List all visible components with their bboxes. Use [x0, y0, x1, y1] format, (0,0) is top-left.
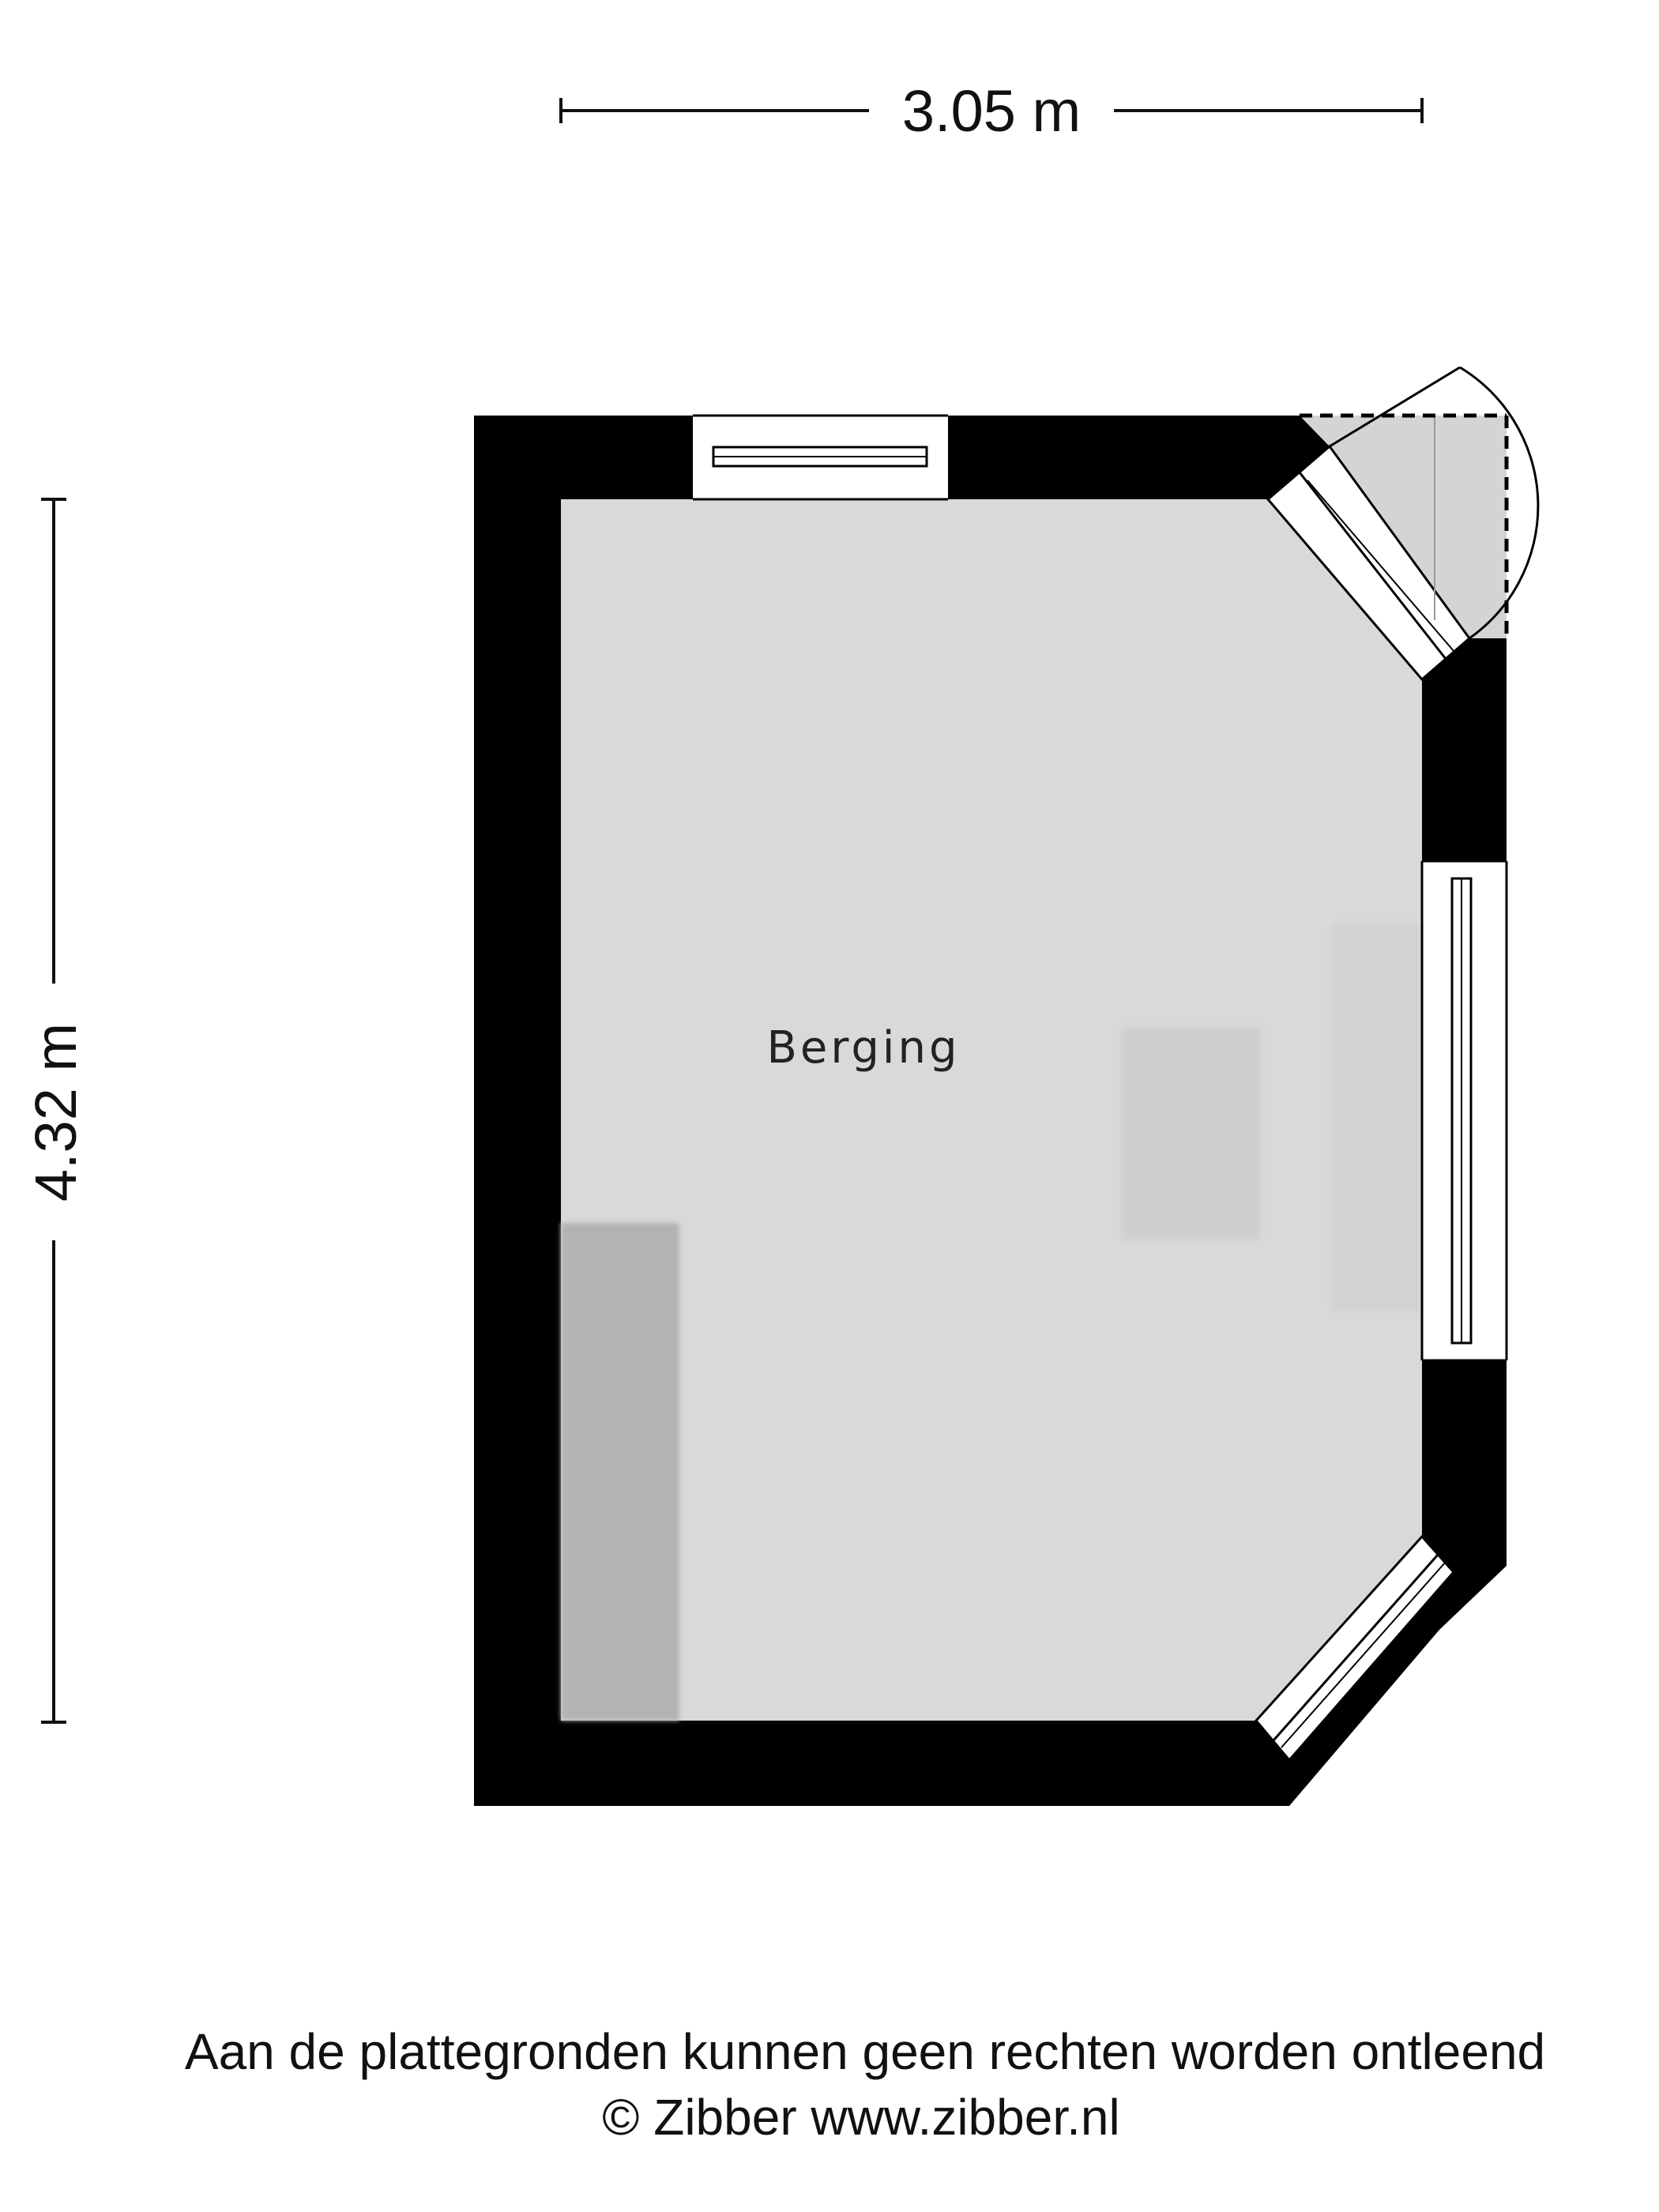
window-diagonal-lower [1255, 1534, 1455, 1762]
height-dimension-label: 4.32 m [23, 1023, 88, 1202]
storage-box [1122, 1027, 1260, 1240]
window-top [693, 414, 948, 501]
door-swing-area [1300, 416, 1507, 638]
copyright-text: © Zibber www.zibber.nl [602, 2089, 1120, 2146]
window-right [1420, 860, 1508, 1362]
shelf-unit [1331, 924, 1420, 1311]
width-dimension-label: 3.05 m [902, 78, 1081, 144]
room-label-berging: Berging [766, 1022, 960, 1074]
door-swing [1300, 366, 1540, 640]
disclaimer-text: Aan de plattegronden kunnen geen rechten… [184, 2023, 1546, 2080]
height-dimension: 4.32 m [23, 498, 88, 1724]
width-dimension: 3.05 m [559, 78, 1424, 144]
room-floor-berging [561, 499, 1422, 1721]
window-diagonal-upper [1266, 444, 1472, 682]
storage-unit-dark [561, 1223, 679, 1721]
